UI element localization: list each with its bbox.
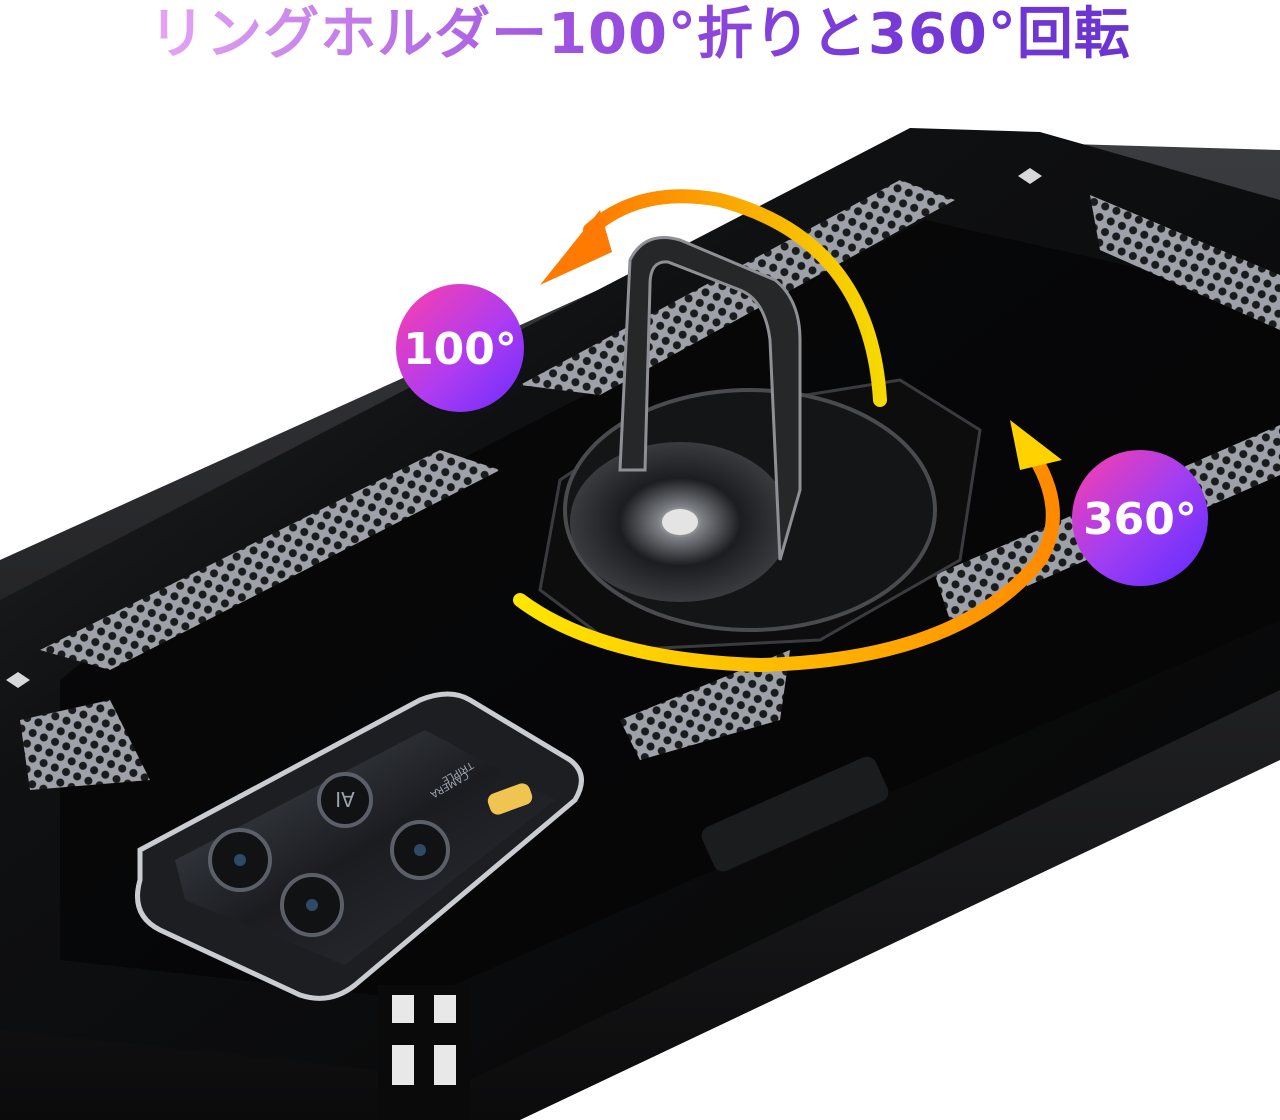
rotate-arrow [513, 420, 1062, 673]
camera-glass [175, 730, 555, 965]
ring-holder [538, 236, 982, 652]
ai-lens-label: AI [335, 787, 355, 811]
rotation-label: 360° [1083, 494, 1197, 545]
curved-arrow-icon [583, 189, 887, 407]
fold-angle-label: 100° [403, 324, 517, 375]
grip-strip-lower [620, 650, 790, 760]
bottom-vent [378, 985, 470, 1120]
folding-ring [618, 236, 802, 561]
fold-angle-badge: 100° [396, 284, 524, 412]
rotation-badge: 360° [1072, 450, 1208, 586]
corner-screw-left [6, 672, 30, 688]
camera-lens-2 [317, 772, 373, 828]
circular-arrow-icon [513, 443, 1060, 673]
corner-screw-top [1018, 168, 1042, 184]
camera-module: AI TRIPLE CAMERA [135, 691, 584, 1001]
camera-flash [487, 783, 533, 815]
side-button [701, 756, 889, 872]
grip-strip-left [40, 450, 500, 670]
grip-strip-corner [20, 700, 150, 790]
headline-text: リングホルダー100°折りと360°回転 [149, 2, 1131, 67]
fold-arrow [540, 189, 887, 407]
grip-strip-right-top [1090, 195, 1280, 330]
headline: リングホルダー100°折りと360°回転 [0, 2, 1280, 72]
